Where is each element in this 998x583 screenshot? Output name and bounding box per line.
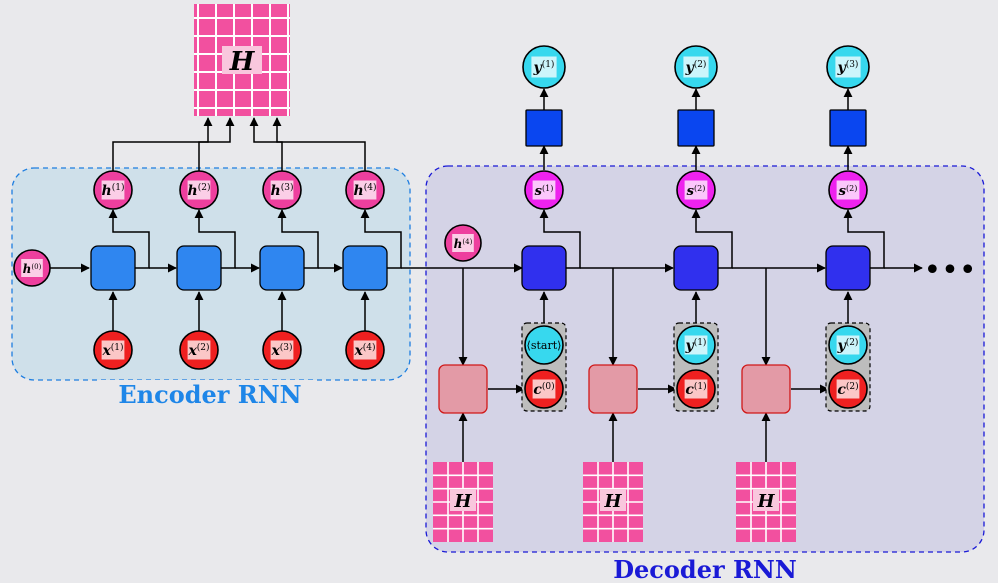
node-label: x(1) xyxy=(101,342,123,359)
decoder-initial-hidden-node: h(4) xyxy=(444,224,482,262)
hidden-output-arrow xyxy=(277,209,319,269)
encoder-hidden-node: h(2) xyxy=(179,170,219,210)
hidden-to-matrix-arrow xyxy=(198,117,235,171)
encoder-rnn-cell xyxy=(90,245,136,291)
node-label: c(1) xyxy=(685,381,706,398)
hidden-to-matrix-arrow xyxy=(112,117,213,171)
context-vector-node: c(0) xyxy=(524,369,564,409)
context-matrix: H xyxy=(583,462,643,542)
hidden-to-matrix-arrow xyxy=(272,117,366,171)
encoder-hidden-node: h(3) xyxy=(262,170,302,210)
context-matrix: H xyxy=(433,462,493,542)
decoder-output-node: y(3) xyxy=(826,45,870,89)
start-token-label: ⟨start⟩ xyxy=(527,339,562,352)
decoder-rnn-cell xyxy=(825,245,871,291)
encoder-hidden-node: h(4) xyxy=(345,170,385,210)
node-label: h(2) xyxy=(188,182,211,199)
decoder-output-node: y(2) xyxy=(674,45,718,89)
matrix-label: H xyxy=(603,491,622,512)
node-label: s(2) xyxy=(839,184,858,200)
node-label: h(1) xyxy=(102,182,125,199)
node-label: c(2) xyxy=(837,381,858,398)
output-layer-square xyxy=(829,109,867,147)
decoder-state-arrow xyxy=(691,209,733,269)
hidden-to-matrix-arrow xyxy=(249,117,283,171)
encoder-input-node: x(3) xyxy=(262,330,302,370)
encoder-input-node: x(1) xyxy=(93,330,133,370)
encoder-initial-hidden-node: h(0) xyxy=(13,249,51,287)
decoder-output-node: y(1) xyxy=(522,45,566,89)
decoder-state-arrow xyxy=(843,209,885,269)
start-token-node: ⟨start⟩ xyxy=(524,325,564,365)
node-label: y(3) xyxy=(837,59,859,76)
node-label: h(3) xyxy=(271,182,294,199)
matrix-label-top: H xyxy=(229,47,256,77)
encoder-rnn-cell xyxy=(342,245,388,291)
node-label: y(1) xyxy=(685,337,707,354)
decoder-state-node: s(2) xyxy=(676,170,716,210)
matrix-label: H xyxy=(756,491,775,512)
output-layer-square xyxy=(525,109,563,147)
decoder-title: Decoder RNN xyxy=(613,555,797,583)
hidden-output-arrow xyxy=(194,209,236,269)
decoder-state-arrow xyxy=(539,209,581,269)
node-label: x(2) xyxy=(187,342,209,359)
decoder-rnn-cell xyxy=(521,245,567,291)
diagram-nodes: h(4) h(0) x(1) h(1) x(2) h(2) x(3) h(3) x(4) h(4)… xyxy=(13,45,871,542)
node-label: y(2) xyxy=(837,337,859,354)
output-layer-square xyxy=(677,109,715,147)
node-label: y(1) xyxy=(533,59,555,76)
node-label: h(0) xyxy=(23,262,42,276)
node-label: x(3) xyxy=(270,342,292,359)
attention-cell xyxy=(438,364,488,414)
continuation-ellipsis: ••• xyxy=(923,253,976,288)
matrix-label: H xyxy=(453,491,472,512)
context-vector-node: c(2) xyxy=(828,369,868,409)
previous-output-node: y(2) xyxy=(828,325,868,365)
previous-output-node: y(1) xyxy=(676,325,716,365)
encoder-hidden-node: h(1) xyxy=(93,170,133,210)
decoder-state-node: s(1) xyxy=(524,170,564,210)
node-label: h(4) xyxy=(354,182,377,199)
encoder-input-node: x(2) xyxy=(179,330,219,370)
encoder-input-node: x(4) xyxy=(345,330,385,370)
decoder-rnn-cell xyxy=(673,245,719,291)
node-label: y(2) xyxy=(685,59,707,76)
decoder-state-node: s(2) xyxy=(828,170,868,210)
context-matrix-top: H xyxy=(194,4,290,116)
attention-cell xyxy=(588,364,638,414)
node-label: s(2) xyxy=(687,184,706,200)
connection-lines xyxy=(46,88,923,462)
context-matrix: H xyxy=(736,462,796,542)
encoder-rnn-cell xyxy=(176,245,222,291)
hidden-output-arrow xyxy=(360,209,402,269)
attention-cell xyxy=(741,364,791,414)
node-label: x(4) xyxy=(353,342,375,359)
node-label: c(0) xyxy=(533,381,554,398)
context-vector-node: c(1) xyxy=(676,369,716,409)
node-label: h(4) xyxy=(454,237,473,251)
hidden-output-arrow xyxy=(108,209,150,269)
encoder-rnn-cell xyxy=(259,245,305,291)
node-label: s(1) xyxy=(535,184,554,200)
encoder-title: Encoder RNN xyxy=(118,380,301,409)
